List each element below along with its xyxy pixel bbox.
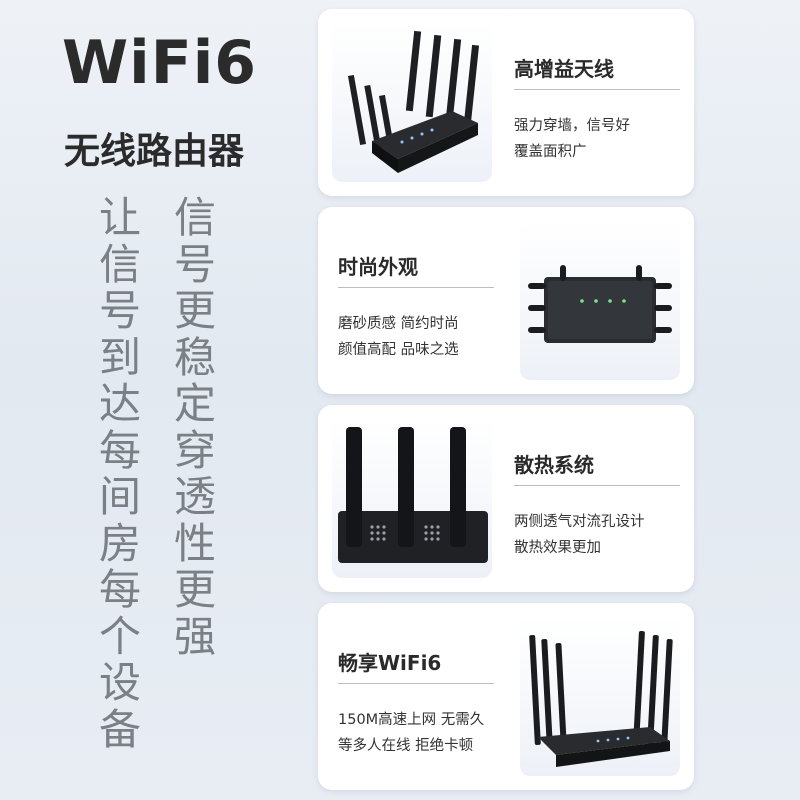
product-subtitle: 无线路由器 (64, 131, 245, 172)
slogan-left-column: 让 信 号 到 达 每 间 房 每 个 设 备 (95, 193, 145, 754)
feature-title: 高增益天线 (514, 57, 614, 81)
feature-description: 磨砂质感 简约时尚 颜值高配 品味之选 (338, 311, 504, 363)
divider (514, 89, 680, 90)
feature-line: 覆盖面积广 (514, 144, 587, 160)
feature-card-appearance: 时尚外观 磨砂质感 简约时尚 颜值高配 品味之选 (318, 207, 694, 394)
slogan-char: 透 (173, 472, 216, 521)
feature-line: 150M高速上网 无需久 (338, 712, 485, 728)
feature-line: 散热效果更加 (514, 540, 601, 556)
feature-line: 磨砂质感 简约时尚 (338, 316, 459, 332)
slogan-right-column: 信 号 更 稳 定 穿 透 性 更 强 (170, 193, 220, 661)
slogan-char: 每 (98, 565, 141, 614)
slogan-char: 号 (173, 239, 216, 289)
divider (338, 287, 494, 288)
feature-title: 时尚外观 (338, 255, 418, 279)
slogan-char: 穿 (173, 425, 216, 475)
slogan-char: 房 (98, 518, 141, 568)
slogan-char: 稳 (173, 332, 216, 382)
router-top-view-icon (520, 221, 680, 380)
feature-title: 畅享WiFi6 (338, 651, 442, 675)
slogan-char: 备 (98, 704, 141, 754)
slogan-char: 达 (98, 379, 141, 428)
divider (514, 485, 680, 486)
slogan-char: 信 (173, 193, 216, 242)
feature-description: 150M高速上网 无需久 等多人在线 拒绝卡顿 (338, 707, 504, 759)
feature-description: 强力穿墙，信号好 覆盖面积广 (514, 113, 690, 165)
slogan-char: 信 (98, 239, 141, 289)
slogan-char: 让 (98, 193, 141, 242)
feature-line: 颜值高配 品味之选 (338, 342, 459, 358)
divider (338, 683, 494, 684)
feature-card-cooling: 散热系统 两侧透气对流孔设计 散热效果更加 (318, 405, 694, 592)
slogan-char: 性 (173, 518, 216, 568)
slogan-char: 号 (98, 286, 141, 335)
feature-line: 强力穿墙，信号好 (514, 118, 630, 134)
router-five-antennas-icon (332, 23, 492, 182)
feature-description: 两侧透气对流孔设计 散热效果更加 (514, 509, 690, 561)
feature-line: 两侧透气对流孔设计 (514, 514, 645, 530)
feature-card-antenna: 高增益天线 强力穿墙，信号好 覆盖面积广 (318, 9, 694, 196)
slogan-char: 更 (173, 286, 216, 335)
slogan-char: 强 (173, 611, 216, 661)
slogan-char: 定 (173, 379, 216, 428)
slogan-char: 到 (98, 332, 141, 382)
slogan-char: 每 (98, 425, 141, 475)
feature-title: 散热系统 (514, 453, 594, 477)
feature-card-wifi6: 畅享WiFi6 150M高速上网 无需久 等多人在线 拒绝卡顿 (318, 603, 694, 790)
feature-line: 等多人在线 拒绝卡顿 (338, 738, 474, 754)
slogan-char: 更 (173, 565, 216, 614)
slogan-char: 间 (98, 472, 141, 521)
slogan-char: 设 (98, 658, 141, 707)
router-six-antennas-icon (520, 617, 680, 776)
slogan-char: 个 (98, 611, 141, 661)
product-title: WiFi6 (62, 28, 258, 98)
router-vent-closeup-icon (332, 419, 492, 578)
